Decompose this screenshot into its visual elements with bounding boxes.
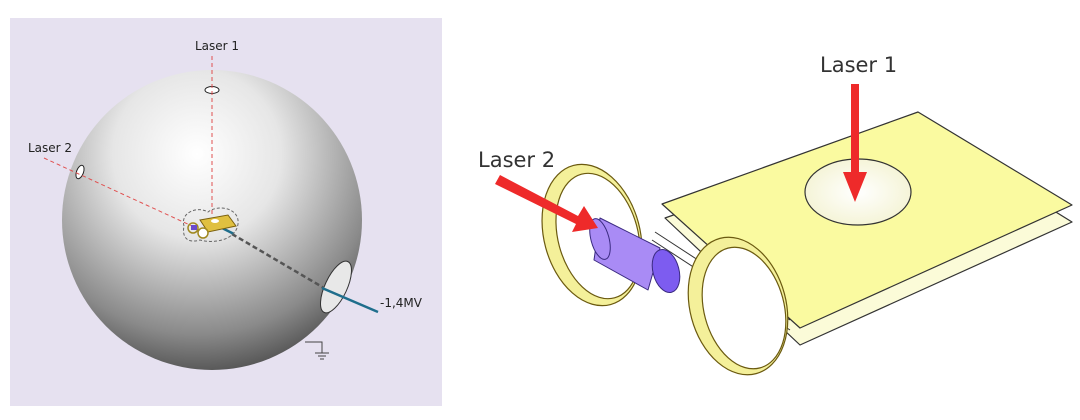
ground-icon <box>315 352 329 360</box>
target-assembly-panel: Laser 1 Laser 2 <box>478 53 1073 376</box>
voltage-label: -1,4MV <box>380 296 423 310</box>
laser2-label-right: Laser 2 <box>478 148 555 172</box>
laser2-arrow <box>495 175 598 232</box>
right-port <box>320 260 352 314</box>
ground-wire <box>305 341 323 353</box>
laser2-beam <box>43 157 193 227</box>
target-zoom-outline <box>182 207 239 242</box>
target-hole <box>211 219 219 223</box>
laser1-label: Laser 1 <box>195 39 239 53</box>
sphere-panel: Laser 1 Laser 2 -1,4MV <box>10 18 442 406</box>
target-ring-2 <box>197 227 209 239</box>
hv-feed-line <box>321 286 379 314</box>
laser1-label-right: Laser 1 <box>820 53 897 77</box>
left-port <box>75 164 85 180</box>
cylinder <box>589 217 681 294</box>
laser1-arrow <box>843 84 867 202</box>
target-ring <box>187 222 199 234</box>
laser2-label: Laser 2 <box>28 141 72 155</box>
hv-feed-dashed <box>231 232 325 290</box>
target-cylinder <box>191 225 197 230</box>
ring-front <box>687 236 789 376</box>
